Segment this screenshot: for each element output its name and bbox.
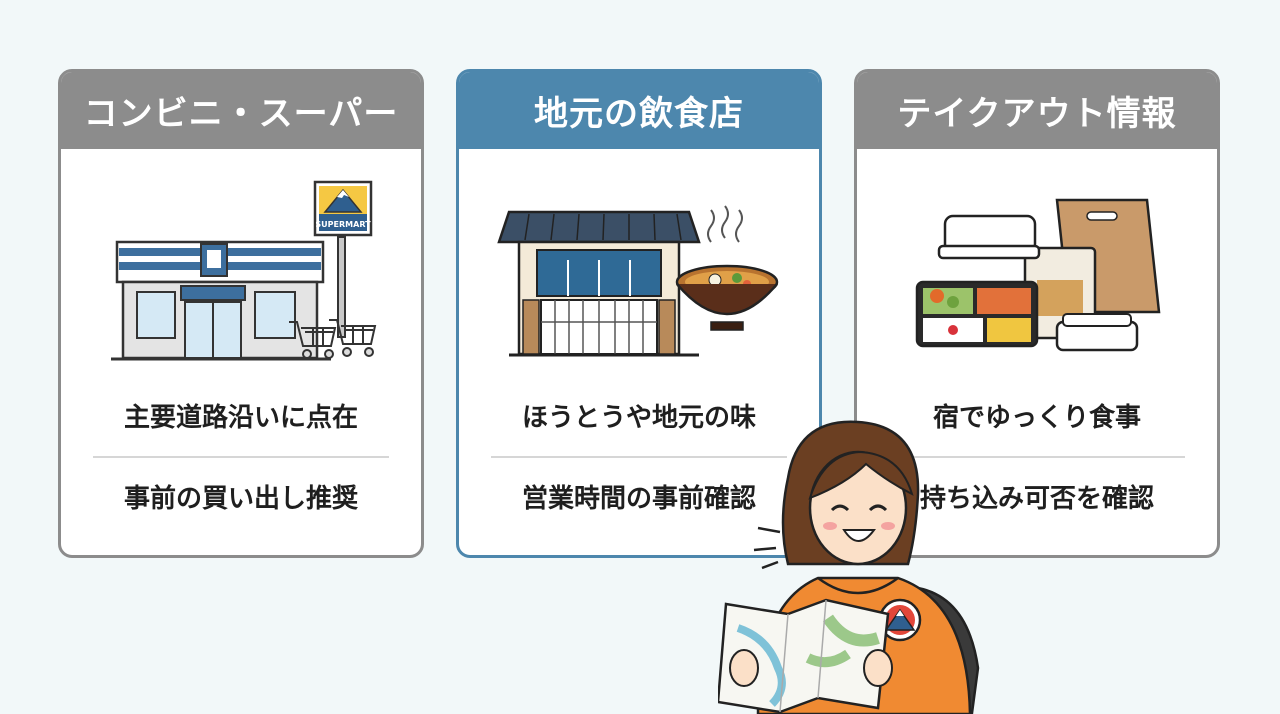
card-line-2: 事前の買い出し推奨	[123, 484, 358, 514]
convenience-store-icon: SUPERMART	[111, 180, 377, 361]
card-convenience-store: コンビニ・スーパー SUPERMART	[58, 69, 424, 558]
card-line-2: 営業時間の事前確認	[521, 484, 756, 514]
takeout-containers-icon	[915, 198, 1161, 352]
restaurant-and-noodle-bowl-icon	[497, 205, 779, 357]
card-takeout-info: テイクアウト情報 宿でゆっくり食事 持ち込み可否を確認	[854, 69, 1220, 558]
card-title: コンビニ・スーパー	[61, 72, 421, 149]
card-line-1: 宿でゆっくり食事	[932, 403, 1141, 433]
traveler-with-map-illustration	[718, 420, 980, 714]
card-divider	[889, 456, 1185, 458]
card-line-2: 持ち込み可否を確認	[919, 484, 1154, 514]
card-line-1: ほうとうや地元の味	[521, 403, 756, 433]
card-line-1: 主要道路沿いに点在	[123, 403, 358, 433]
card-divider	[491, 456, 787, 458]
card-title: テイクアウト情報	[857, 72, 1217, 149]
store-sign-text: SUPERMART	[315, 220, 371, 229]
card-local-restaurants: 地元の飲食店	[456, 69, 822, 558]
card-title: 地元の飲食店	[459, 72, 819, 149]
card-divider	[93, 456, 389, 458]
